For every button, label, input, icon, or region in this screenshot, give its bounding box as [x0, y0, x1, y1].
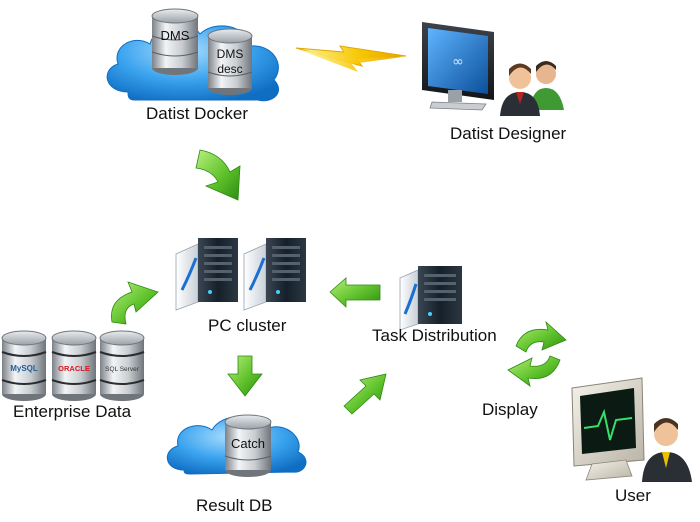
green-arrow-icon: [227, 355, 263, 397]
task-label: Task Distribution: [372, 326, 497, 345]
green-arrow-icon: [329, 277, 381, 308]
server-icon: [243, 238, 306, 311]
dms-label: DMS: [161, 28, 190, 43]
enterprise-label: Enterprise Data: [13, 402, 132, 421]
green-arrow-icon: [111, 281, 159, 325]
task-server-icon: [399, 266, 462, 331]
svg-text:∞: ∞: [452, 54, 464, 70]
server-icon: [175, 238, 238, 311]
green-arrow-icon: [195, 149, 241, 201]
people-icon: [500, 61, 564, 116]
dms-desc-label-line1: DMS: [217, 47, 244, 61]
display-label: Display: [482, 400, 538, 419]
cluster-label: PC cluster: [208, 316, 287, 335]
dms-desc-label-line2: desc: [217, 62, 242, 76]
catch-label: Catch: [231, 436, 265, 451]
mysql-logo: MySQL: [10, 364, 38, 373]
green-arrow-icon: [343, 373, 387, 415]
sqlserver-logo: SQL Server: [105, 366, 140, 373]
lightning-icon: [295, 45, 407, 72]
user-label: User: [615, 486, 651, 505]
catch-database-icon: Catch: [224, 414, 272, 477]
result-label: Result DB: [196, 496, 273, 515]
oracle-database-icon: ORACLE: [51, 330, 97, 401]
user-icon: [642, 418, 692, 482]
oracle-logo: ORACLE: [58, 364, 90, 373]
dms-desc-database-icon: DMS desc: [207, 28, 253, 95]
sqlserver-database-icon: SQL Server: [99, 330, 145, 401]
designer-monitor-icon: ∞: [422, 22, 494, 111]
mysql-database-icon: MySQL: [1, 330, 47, 401]
user-monitor-icon: [571, 377, 645, 481]
designer-label: Datist Designer: [450, 124, 567, 143]
docker-label: Datist Docker: [146, 104, 249, 123]
refresh-cycle-icon: [507, 320, 567, 387]
dms-database-icon: DMS: [151, 8, 199, 75]
